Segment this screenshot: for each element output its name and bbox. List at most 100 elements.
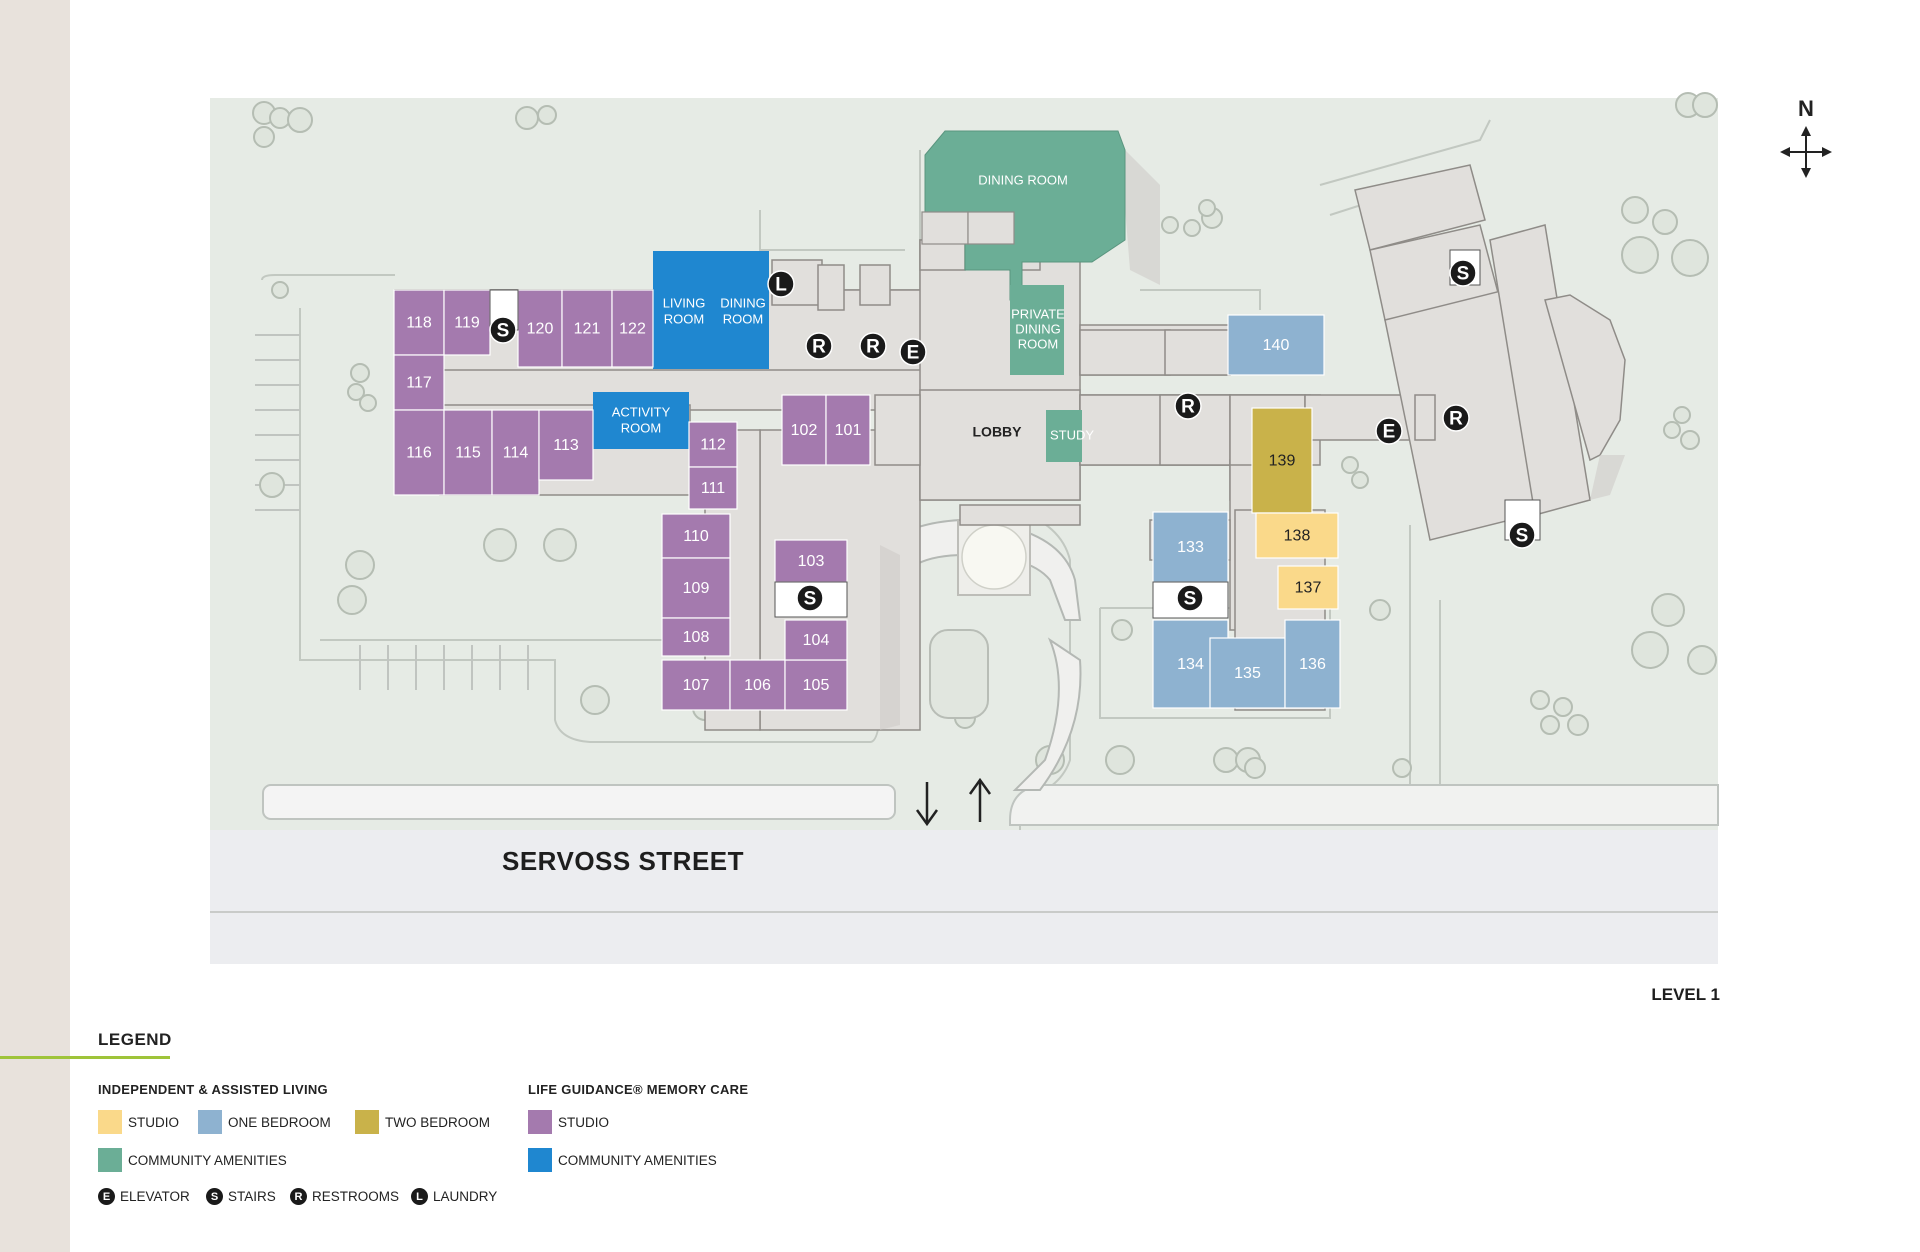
legend-group-ial: INDEPENDENT & ASSISTED LIVING	[98, 1082, 328, 1097]
unit-label-109: 109	[683, 580, 710, 597]
unit-label-133: 133	[1177, 539, 1204, 556]
stairs-icon	[796, 584, 824, 612]
community-swatch	[98, 1148, 122, 1172]
restroom-icon: R	[290, 1188, 307, 1205]
community-label: COMMUNITY AMENITIES	[128, 1152, 287, 1168]
unit-label-122: 122	[619, 321, 646, 338]
parking-stalls	[255, 334, 529, 690]
level-label: LEVEL 1	[1651, 985, 1720, 1004]
dining-room-mc-label-1: DINING	[720, 295, 766, 310]
elevator-symbol-text: E	[907, 343, 920, 364]
mc-community-label: COMMUNITY AMENITIES	[558, 1152, 717, 1168]
unit-label-116: 116	[406, 445, 432, 462]
unit-label-101: 101	[835, 422, 862, 439]
unit-138	[1255, 512, 1339, 559]
elevator-label: ELEVATOR	[120, 1189, 190, 1204]
stairs-icon: S	[206, 1188, 223, 1205]
unit-115	[443, 409, 493, 496]
studio-label: STUDIO	[128, 1114, 180, 1130]
mc-studio-swatch	[528, 1110, 552, 1134]
restrooms-label: RESTROOMS	[312, 1189, 400, 1204]
stairs-symbol-text: S	[497, 321, 510, 342]
legend-group-mc: LIFE GUIDANCE® MEMORY CARE	[528, 1082, 749, 1097]
legend-stairs: S STAIRS	[206, 1188, 276, 1205]
stairs-symbol-text: S	[1184, 589, 1197, 610]
unit-label-139: 139	[1269, 453, 1296, 470]
entrance-plaza	[868, 518, 1082, 791]
stairs-icon	[1508, 521, 1536, 549]
stairs-symbol-text: S	[1516, 526, 1529, 547]
unit-label-135: 135	[1234, 665, 1261, 682]
legend-title: LEGEND	[98, 1030, 172, 1049]
one-bedroom-label: ONE BEDROOM	[228, 1114, 331, 1130]
building-shadows	[880, 145, 1625, 730]
legend-restrooms: R RESTROOMS	[290, 1188, 399, 1205]
unit-label-134: 134	[1177, 656, 1204, 673]
legend-mc-studio: STUDIO	[528, 1110, 609, 1134]
legend-mc-community: COMMUNITY AMENITIES	[528, 1148, 717, 1172]
mc-studio-label: STUDIO	[558, 1114, 610, 1130]
living-room-label-1: LIVING	[663, 295, 706, 310]
elevator-icon: E	[98, 1188, 115, 1205]
laundry-icon: L	[411, 1188, 428, 1205]
unit-136	[1284, 619, 1341, 709]
mc-community-swatch	[528, 1148, 552, 1172]
unit-122	[611, 289, 654, 368]
unit-label-107: 107	[683, 677, 710, 694]
legend-studio: STUDIO	[98, 1110, 179, 1134]
unit-119	[443, 289, 491, 356]
unit-label-120: 120	[527, 321, 554, 338]
elevator-icon	[899, 338, 927, 366]
activity-room-label-2: ROOM	[621, 420, 661, 435]
dining-room-label: DINING ROOM	[978, 172, 1068, 187]
north-label: N	[1798, 96, 1814, 121]
unit-label-138: 138	[1284, 528, 1311, 545]
unit-label-112: 112	[700, 437, 726, 454]
legend-rule	[0, 1056, 170, 1059]
stairs-label: STAIRS	[228, 1189, 276, 1204]
private-dining-label-1: PRIVATE	[1011, 306, 1065, 321]
laundry-label: LAUNDRY	[433, 1189, 498, 1204]
restroom-icon	[805, 332, 833, 360]
unit-104	[784, 619, 848, 661]
unit-137	[1277, 565, 1339, 610]
unit-102	[781, 394, 827, 466]
study-label: STUDY	[1050, 427, 1094, 442]
left-margin-strip	[0, 0, 70, 1252]
unit-112	[688, 421, 738, 468]
stairs-icon	[1176, 584, 1204, 612]
unit-label-103: 103	[798, 553, 825, 570]
unit-116	[393, 409, 445, 496]
one-bedroom-swatch	[198, 1110, 222, 1134]
traffic-arrows	[915, 777, 992, 827]
elevator-symbol-text: E	[1383, 422, 1396, 443]
restroom-icon	[859, 332, 887, 360]
legend-two-bedroom: TWO BEDROOM	[355, 1110, 490, 1134]
elevator-icon	[1375, 417, 1403, 445]
unit-103	[774, 539, 848, 583]
unit-107	[661, 659, 731, 711]
living-room-label-2: ROOM	[664, 311, 704, 326]
legend-community-amenities: COMMUNITY AMENITIES	[98, 1148, 287, 1172]
restroom-icon	[1174, 392, 1202, 420]
restroom-symbol-text: R	[1449, 409, 1463, 430]
unit-101	[825, 394, 871, 466]
unit-label-104: 104	[803, 632, 830, 649]
unit-110	[661, 513, 731, 559]
unit-label-136: 136	[1299, 656, 1326, 673]
unit-135	[1209, 637, 1286, 709]
trees	[252, 92, 1718, 779]
two-bedroom-swatch	[355, 1110, 379, 1134]
unit-117	[393, 354, 445, 411]
private-dining-label-2: DINING	[1015, 321, 1061, 336]
unit-label-115: 115	[455, 445, 481, 462]
unit-label-137: 137	[1295, 580, 1322, 597]
stairs-symbol-text: S	[1457, 264, 1470, 285]
legend: LEGEND INDEPENDENT & ASSISTED LIVING LIF…	[0, 1030, 898, 1230]
unit-label-105: 105	[803, 677, 830, 694]
laundry-symbol-text: L	[775, 275, 787, 296]
private-dining-label-3: ROOM	[1018, 336, 1058, 351]
